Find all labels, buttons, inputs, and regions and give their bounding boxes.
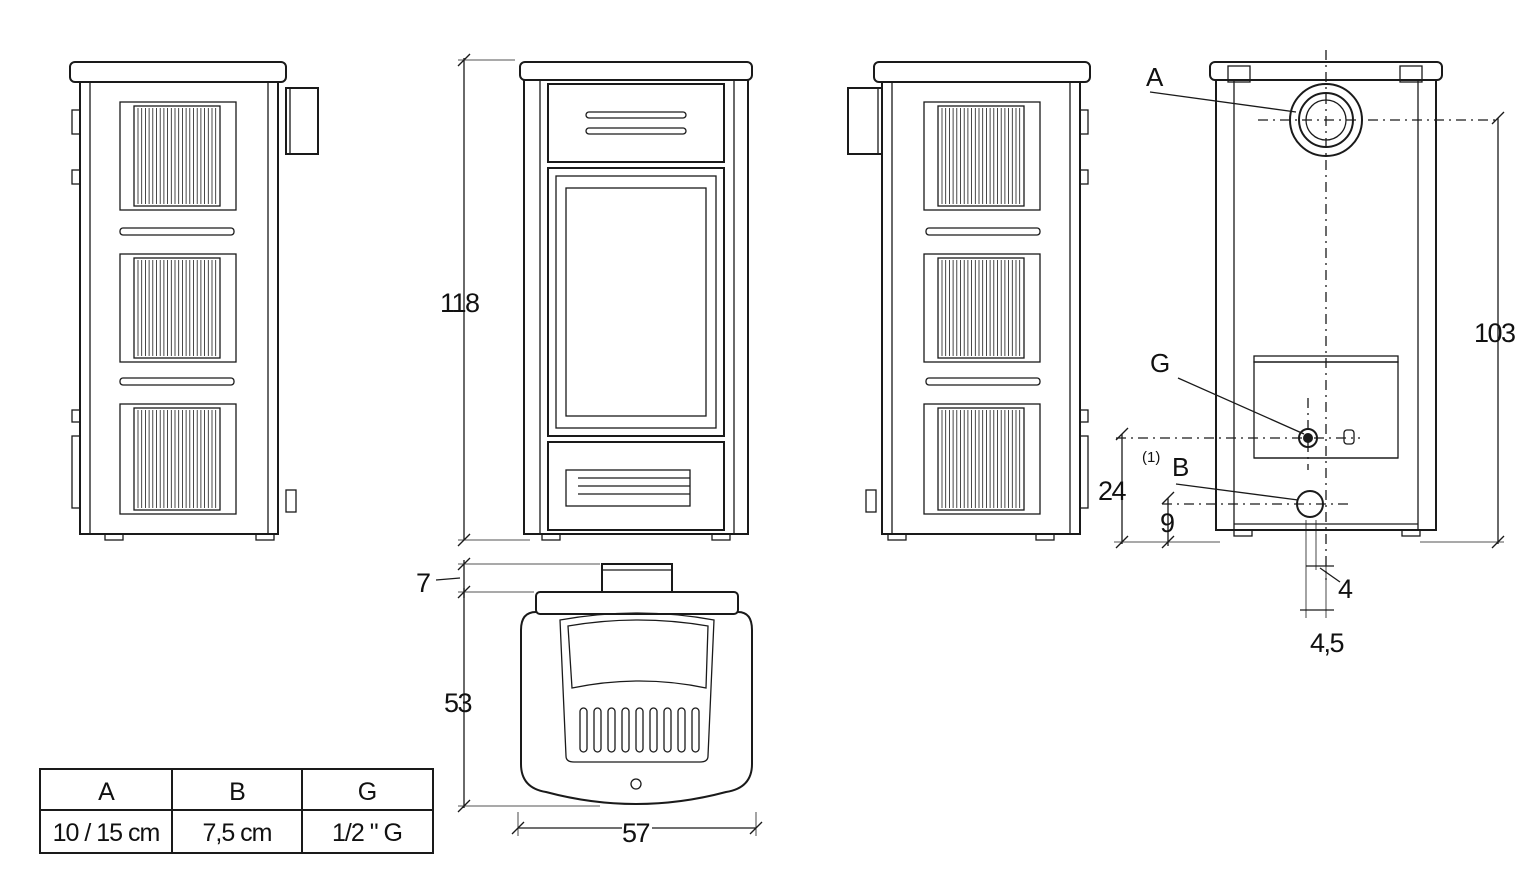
grille-panel	[923, 101, 1041, 211]
connections-table	[39, 768, 434, 854]
vent-slot	[691, 707, 700, 753]
rear-view	[1114, 50, 1505, 618]
vent-slot	[677, 707, 686, 753]
grille-panel	[923, 253, 1041, 363]
grille-panel	[119, 253, 237, 363]
dim-offset-b: 4,5	[1310, 628, 1344, 658]
note-marker: (1)	[1142, 449, 1160, 466]
table-value-a: 10 / 15 cm	[53, 819, 160, 847]
label-flue-a: A	[1146, 62, 1164, 92]
table-value-g: 1/2 " G	[332, 819, 402, 847]
dim-flue-offset: 7	[416, 568, 430, 598]
table-header-a: A	[98, 778, 115, 806]
table-header-b: B	[229, 778, 245, 806]
vent-slot	[621, 707, 630, 753]
table-header-g: G	[358, 778, 376, 806]
dim-offset-g: 4	[1338, 574, 1353, 604]
top-view	[435, 557, 763, 836]
vent-slot	[649, 707, 658, 753]
dim-height-flue: 103	[1474, 318, 1515, 348]
label-outlet-b: B	[1172, 452, 1189, 482]
dim-depth: 53	[444, 688, 472, 718]
dim-width: 57	[622, 818, 650, 848]
grille-panel	[119, 101, 237, 211]
vent-slot	[579, 707, 588, 753]
grille-panel	[923, 403, 1041, 515]
vent-slot	[593, 707, 602, 753]
dim-height-total: 118	[440, 288, 479, 318]
vent-slot	[607, 707, 616, 753]
grille-panel	[119, 403, 237, 515]
vent-slot	[663, 707, 672, 753]
dim-height-inlet: 24	[1098, 476, 1127, 506]
table-value-b: 7,5 cm	[202, 819, 271, 847]
dim-height-outlet: 9	[1160, 508, 1174, 538]
side-view-left	[69, 61, 319, 541]
label-inlet-g: G	[1150, 348, 1170, 378]
front-view	[457, 53, 753, 547]
side-view-right	[847, 61, 1091, 541]
vent-slot	[635, 707, 644, 753]
